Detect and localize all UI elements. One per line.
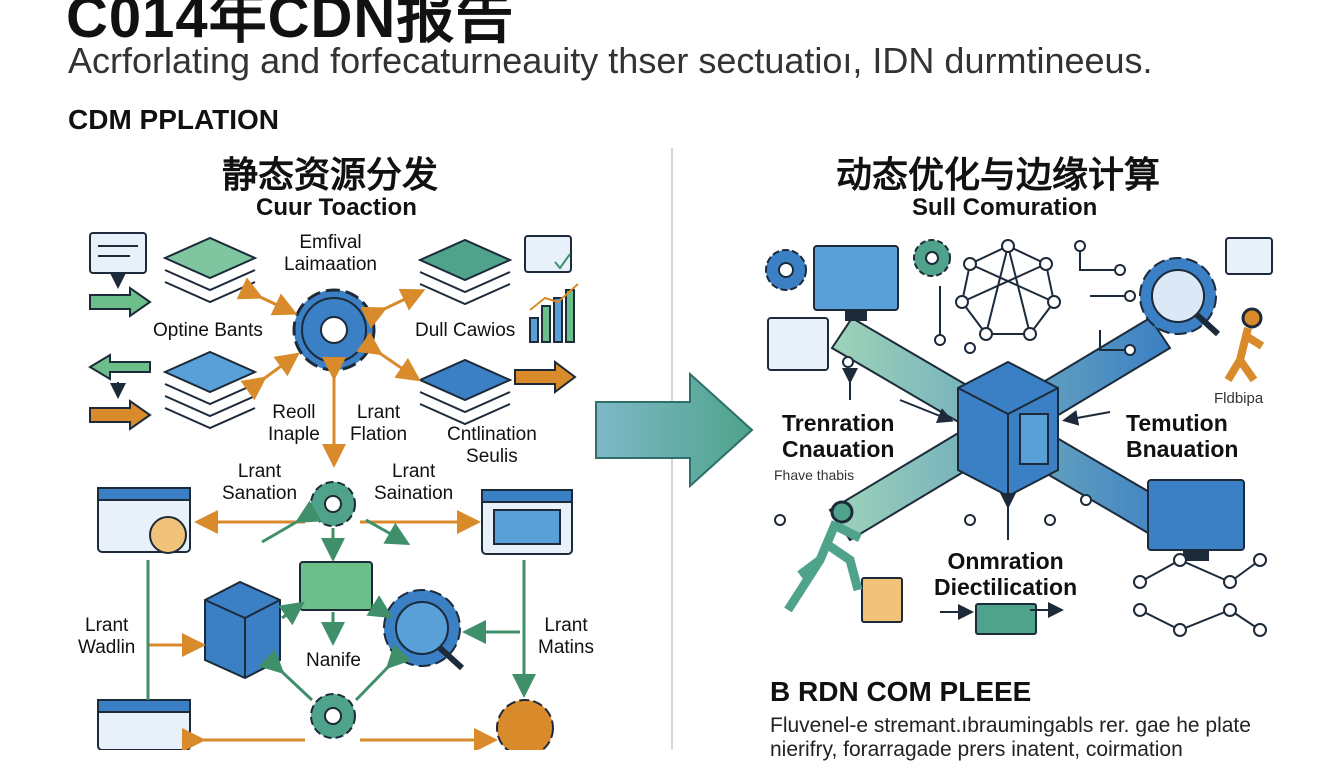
right-panel-title-cn: 动态优化与边缘计算 bbox=[836, 154, 1161, 195]
bottom-text-line-1: Fluvenel-e stremant.ıbraumingabls rer. g… bbox=[770, 714, 1251, 737]
label-lrant-wadlin: Lrant Wadlin bbox=[78, 615, 136, 658]
label-have-thabis: Fhave thabis bbox=[774, 467, 855, 483]
label-lrant-flation: Lrant Flation bbox=[350, 402, 408, 445]
label-dull-cawios: Dull Cawios bbox=[415, 320, 516, 341]
bottom-text-line-2: nierifry, forarragade prers inatent, coi… bbox=[770, 738, 1183, 761]
label-fldbipa: Fldbipa bbox=[1214, 390, 1264, 407]
label-lrant-matins: Lrant Matins bbox=[538, 615, 594, 658]
page-subtitle: Acrforlating and forfecaturneauity thser… bbox=[68, 40, 1153, 81]
label-cntlination-seulis: Cntlination Seulis bbox=[447, 424, 537, 467]
right-panel-title-en: Sull Comuration bbox=[912, 194, 1098, 221]
label-trenration: Trenration Cnauation bbox=[782, 410, 895, 462]
label-emfival: Emfival Laimaation bbox=[284, 232, 377, 275]
bottom-heading: B RDN COM PLEEE bbox=[770, 676, 1032, 707]
label-lrant-sanation: Lrant Sanation bbox=[222, 461, 298, 504]
left-panel-title-cn: 静态资源分发 bbox=[222, 154, 439, 195]
label-nanife: Nanife bbox=[306, 650, 361, 671]
page-title: C014年CDN报告 bbox=[66, 0, 515, 50]
label-onmration: Onmration Diectilication bbox=[934, 548, 1078, 600]
transition-arrow-icon bbox=[595, 371, 754, 489]
left-panel-title-en: Cuur Toaction bbox=[256, 194, 417, 221]
central-gear-icon bbox=[292, 288, 376, 372]
label-temution: Temution Bnauation bbox=[1126, 410, 1239, 462]
label-lrant-saination: Lrant Saination bbox=[374, 461, 454, 504]
section-label: CDM PPLATION bbox=[68, 104, 280, 135]
label-optine-bants: Optine Bants bbox=[153, 320, 263, 341]
label-reoll-inaple: Reoll Inaple bbox=[268, 402, 320, 445]
